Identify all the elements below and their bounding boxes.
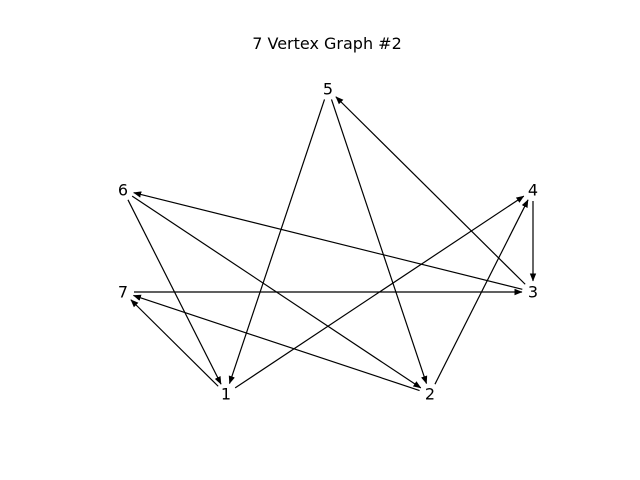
edge-3-to-6 [133, 191, 523, 290]
nodes-layer: 1 2 3 4 5 6 7 [118, 80, 538, 404]
node-4: 4 [528, 181, 538, 200]
edge-3-to-5 [335, 96, 526, 285]
node-1: 1 [221, 385, 231, 404]
edge-5-to-1 [228, 99, 326, 385]
node-2: 2 [425, 385, 435, 404]
edge-2-to-4 [434, 199, 529, 385]
edge-2-to-7 [132, 294, 420, 392]
edge-5-to-2 [330, 99, 428, 385]
edge-1-to-4 [234, 195, 525, 389]
node-7: 7 [118, 283, 128, 302]
edge-1-to-7 [130, 299, 219, 387]
graph-title: 7 Vertex Graph #2 [252, 34, 402, 53]
node-3: 3 [528, 283, 538, 302]
node-6: 6 [118, 181, 128, 200]
edges-layer [127, 96, 537, 392]
node-5: 5 [323, 80, 333, 99]
